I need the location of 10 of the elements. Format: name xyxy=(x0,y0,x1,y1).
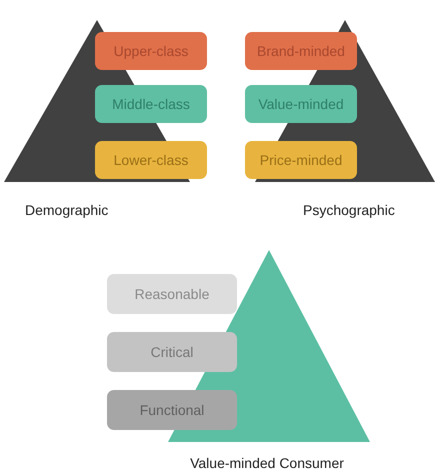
pyramid-caption: Value-minded Consumer xyxy=(190,455,344,471)
category-box: Price-minded xyxy=(245,141,357,179)
category-box: Critical xyxy=(107,332,237,372)
category-box: Functional xyxy=(107,390,237,430)
category-box: Lower-class xyxy=(95,141,207,179)
category-box: Middle-class xyxy=(95,85,207,123)
pyramid-caption: Demographic xyxy=(25,202,108,218)
category-box: Reasonable xyxy=(107,274,237,314)
category-box: Value-minded xyxy=(245,85,357,123)
pyramid-caption: Psychographic xyxy=(303,202,395,218)
